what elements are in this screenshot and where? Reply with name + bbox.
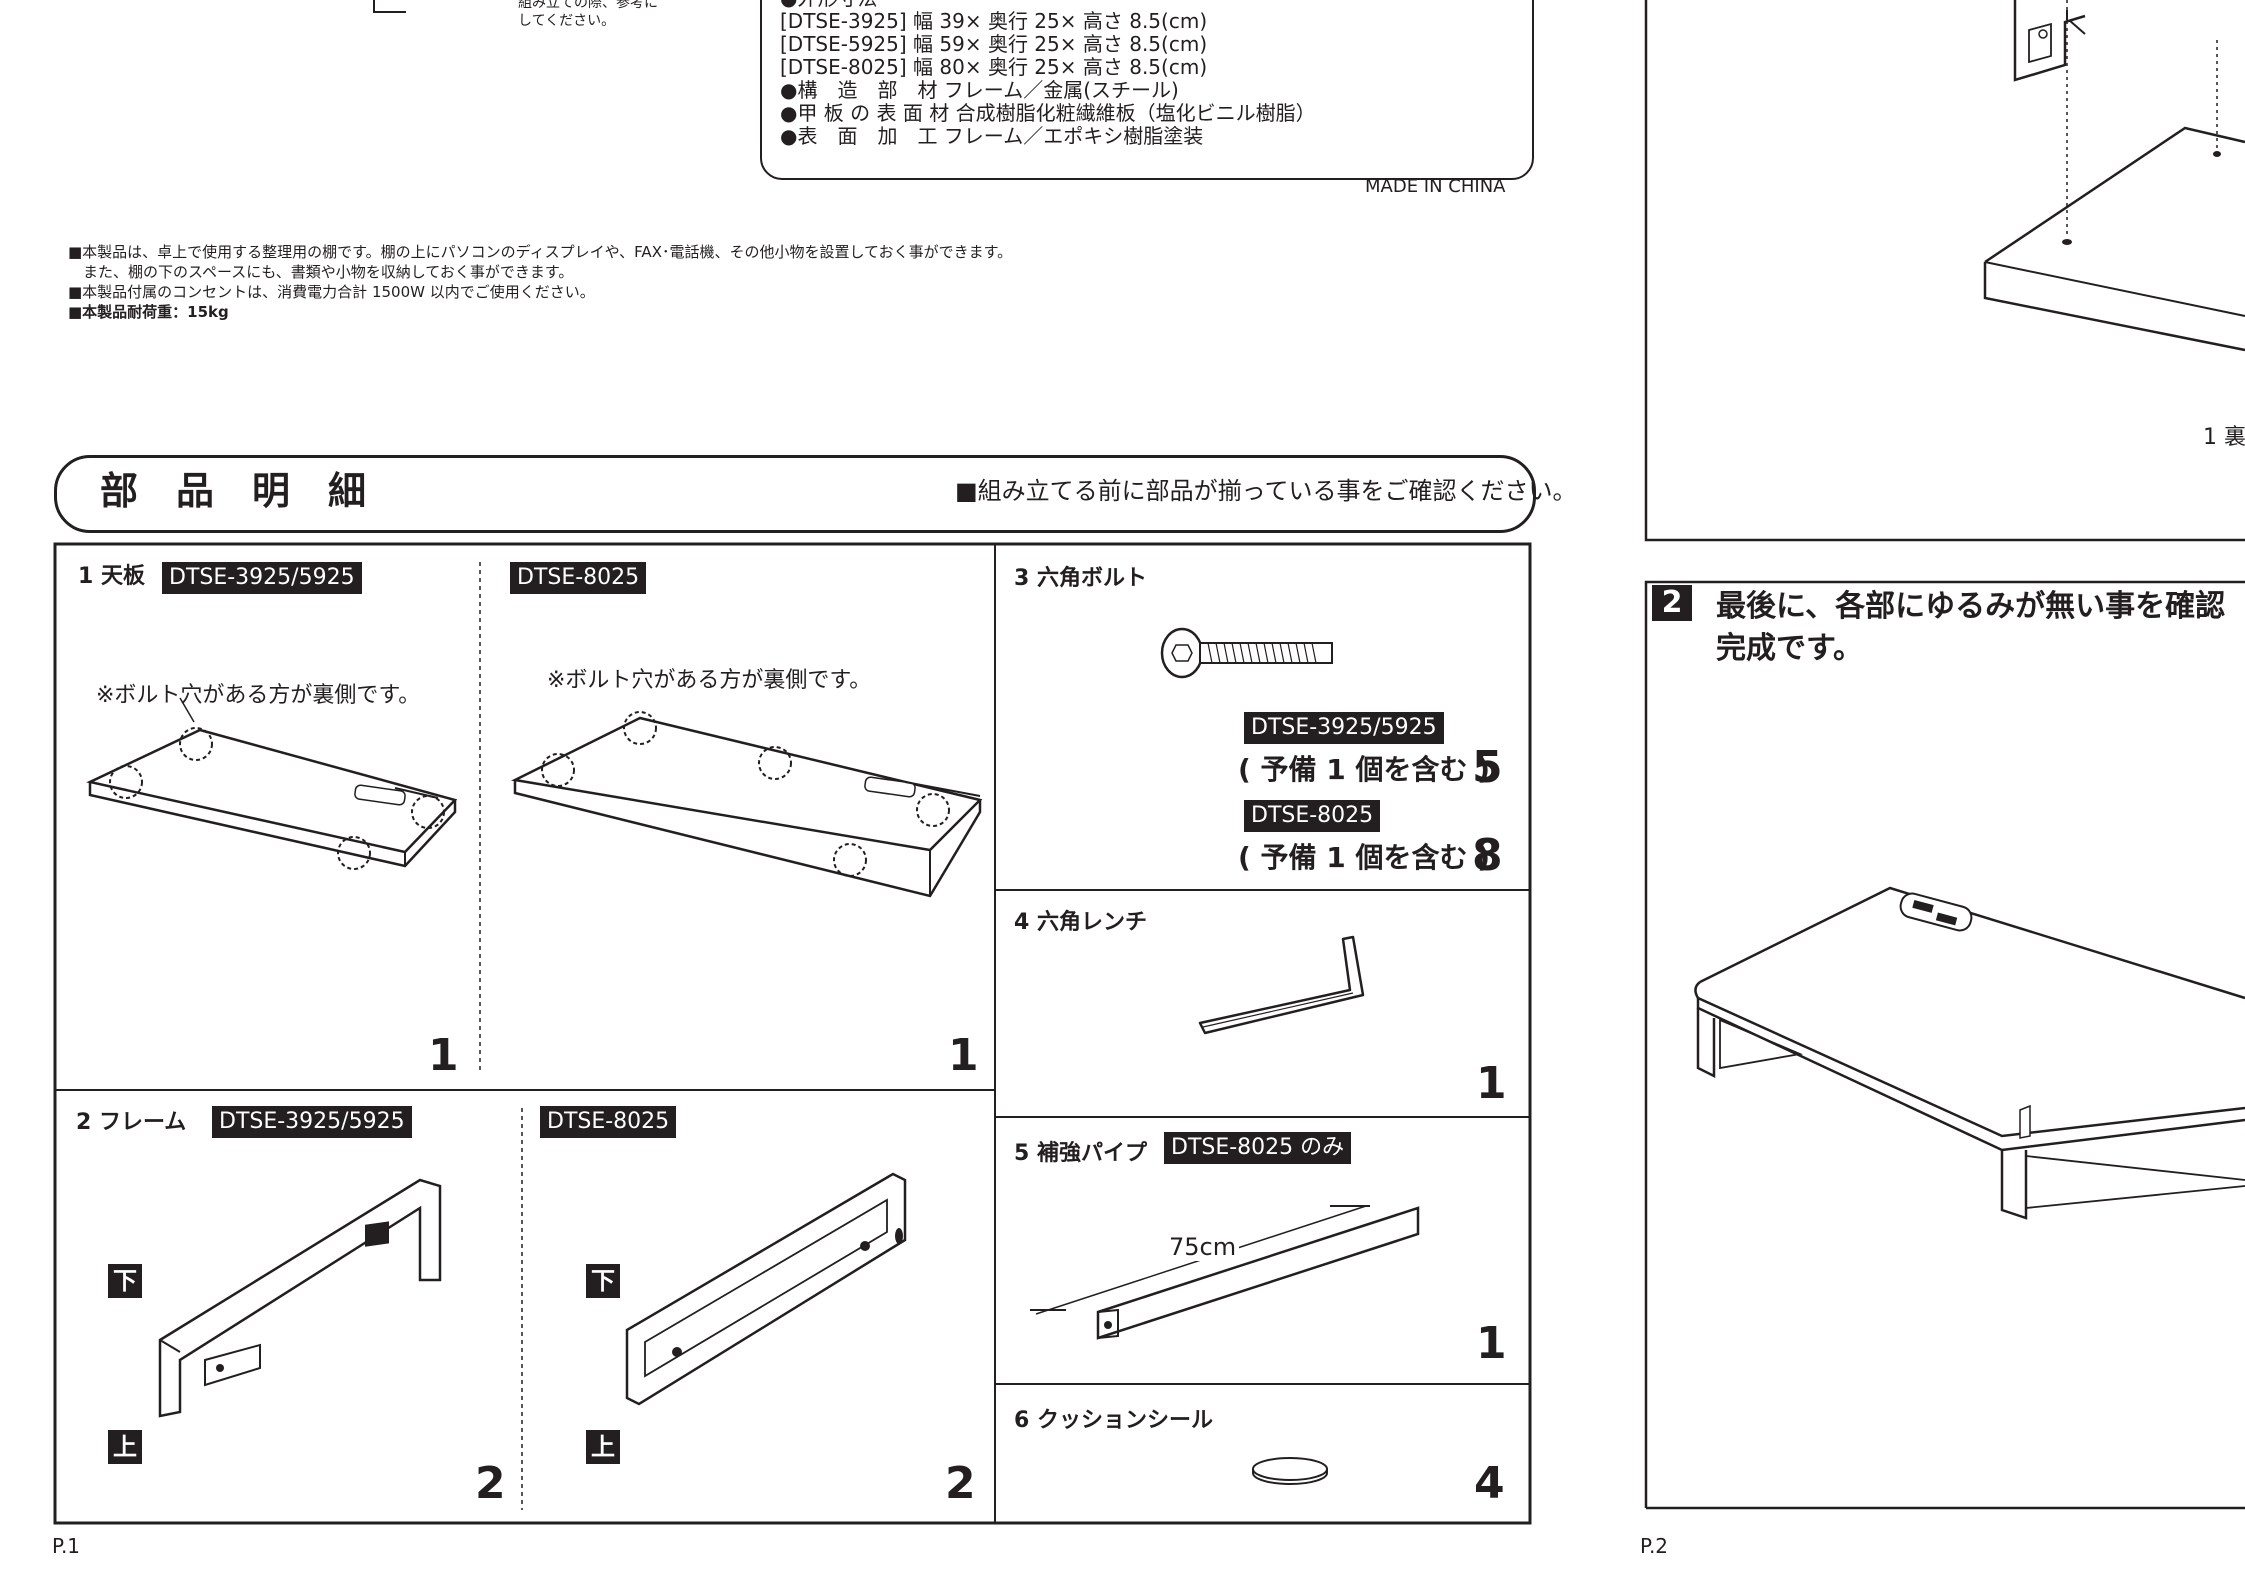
part3-label: 3 六角ボルト [1014, 566, 1147, 591]
note-line-3: ■本製品付属のコンセントは、消費電力合計 1500W 以内でご使用ください。 [68, 283, 595, 301]
part5-qty: 1 [1476, 1318, 1507, 1369]
hex-bolt-illustration [1160, 627, 1333, 679]
specs-row-5925: [DTSE-5925] 幅 59× 奥行 25× 高さ 8.5(cm) [780, 32, 1208, 56]
specs-row-3925: [DTSE-3925] 幅 39× 奥行 25× 高さ 8.5(cm) [780, 9, 1208, 33]
top-board-large-illustration [510, 711, 983, 898]
parts-section-notice: ■組み立てる前に部品が揃っている事をご確認ください。 [955, 477, 1577, 505]
part2-down-mark-b: 下 [586, 1264, 620, 1298]
frame-large-illustration [625, 1172, 907, 1406]
part4-label: 4 六角レンチ [1014, 910, 1147, 935]
part2-tag-8025: DTSE-8025 [540, 1106, 677, 1138]
made-in-label: MADE IN CHINA [1365, 176, 1506, 197]
figure-caption: 組み立ての際、参考に してください。 [518, 0, 658, 30]
parts-header-bar [54, 455, 1536, 533]
part2-qty-a: 2 [475, 1458, 506, 1509]
part3-qty-b: 8 [1472, 830, 1503, 881]
specs-row-surface-finish: ●表 面 加 工 フレーム／エポキシ樹脂塗装 [780, 124, 1204, 148]
part2-tag-3925-5925: DTSE-3925/5925 [212, 1106, 412, 1138]
part2-label: 2 フレーム [76, 1110, 187, 1135]
part3-spare-a: ( 予備 1 個を含む ) [1238, 753, 1491, 786]
figure-caption-line2: してください。 [518, 13, 616, 29]
note-line-1: ■本製品は、卓上で使用する整理用の棚です。棚の上にパソコンのディスプレイや、FA… [68, 243, 1013, 261]
specs-box [760, 0, 1534, 180]
part3-tag-8025: DTSE-8025 [1244, 800, 1381, 832]
part3-qty-a: 5 [1472, 742, 1503, 793]
part1-qty-b: 1 [948, 1030, 979, 1081]
top-board-small-illustration [86, 697, 458, 870]
cushion-seal-illustration [1252, 1457, 1328, 1485]
page-label-p1: P.1 [52, 1534, 81, 1558]
part1-qty-a: 1 [428, 1030, 459, 1081]
note-line-4: ■本製品耐荷重：15kg [68, 303, 229, 321]
part5-label: 5 補強パイプ [1014, 1141, 1147, 1166]
right-page-frames [1644, 0, 2245, 1510]
part3-tag-3925-5925: DTSE-3925/5925 [1244, 712, 1444, 744]
specs-row-structure: ●構 造 部 材 フレーム／金属(スチール) [780, 78, 1179, 102]
partial-figure-top-left [373, 0, 406, 13]
step2-line2: 完成です。 [1716, 631, 1863, 666]
part2-qty-b: 2 [945, 1458, 976, 1509]
part6-label: 6 クッションシール [1014, 1408, 1213, 1433]
frame-small-illustration [158, 1178, 442, 1418]
part1-label: 1 天板 [78, 564, 145, 589]
completed-shelf-illustration [1694, 886, 2245, 1220]
step2-line1: 最後に、各部にゆるみが無い事を確認 [1716, 589, 2226, 624]
figure-caption-line1: 組み立ての際、参考に [518, 0, 658, 11]
part1-note-a: ※ボルト穴がある方が裏側です。 [96, 683, 421, 708]
specs-row-8025: [DTSE-8025] 幅 80× 奥行 25× 高さ 8.5(cm) [780, 55, 1208, 79]
specs-dim-label: ●外形寸法 [780, 0, 877, 10]
note-line-2: また、棚の下のスペースにも、書類や小物を収納しておく事ができます。 [68, 263, 574, 281]
specs-row-surface-material: ●甲 板 の 表 面 材 合成樹脂化粧繊維板（塩化ビニル樹脂） [780, 101, 1316, 125]
part1-tag-3925-5925: DTSE-3925/5925 [162, 562, 362, 594]
part2-up-mark-a: 上 [108, 1430, 142, 1464]
part1-note-b: ※ボルト穴がある方が裏側です。 [547, 668, 872, 693]
reinforcement-pipe-illustration [1030, 1205, 1420, 1340]
step2-number-badge: 2 [1652, 585, 1692, 621]
step1-caption: 1 裏 [2203, 425, 2245, 450]
part1-tag-8025: DTSE-8025 [510, 562, 647, 594]
part6-qty: 4 [1474, 1458, 1505, 1509]
part5-tag: DTSE-8025 のみ [1164, 1132, 1352, 1164]
parts-grid [53, 542, 1532, 1525]
part4-qty: 1 [1476, 1058, 1507, 1109]
parts-section-title: 部 品 明 細 [100, 469, 367, 513]
part2-down-mark-a: 下 [108, 1264, 142, 1298]
hex-wrench-illustration [1198, 935, 1365, 1035]
step1-partial-illustration [1983, 0, 2245, 352]
part5-length-label: 75cm [1166, 1233, 1240, 1261]
part2-up-mark-b: 上 [586, 1430, 620, 1464]
part3-spare-b: ( 予備 1 個を含む ) [1238, 841, 1491, 874]
page-label-p2: P.2 [1640, 1534, 1669, 1558]
